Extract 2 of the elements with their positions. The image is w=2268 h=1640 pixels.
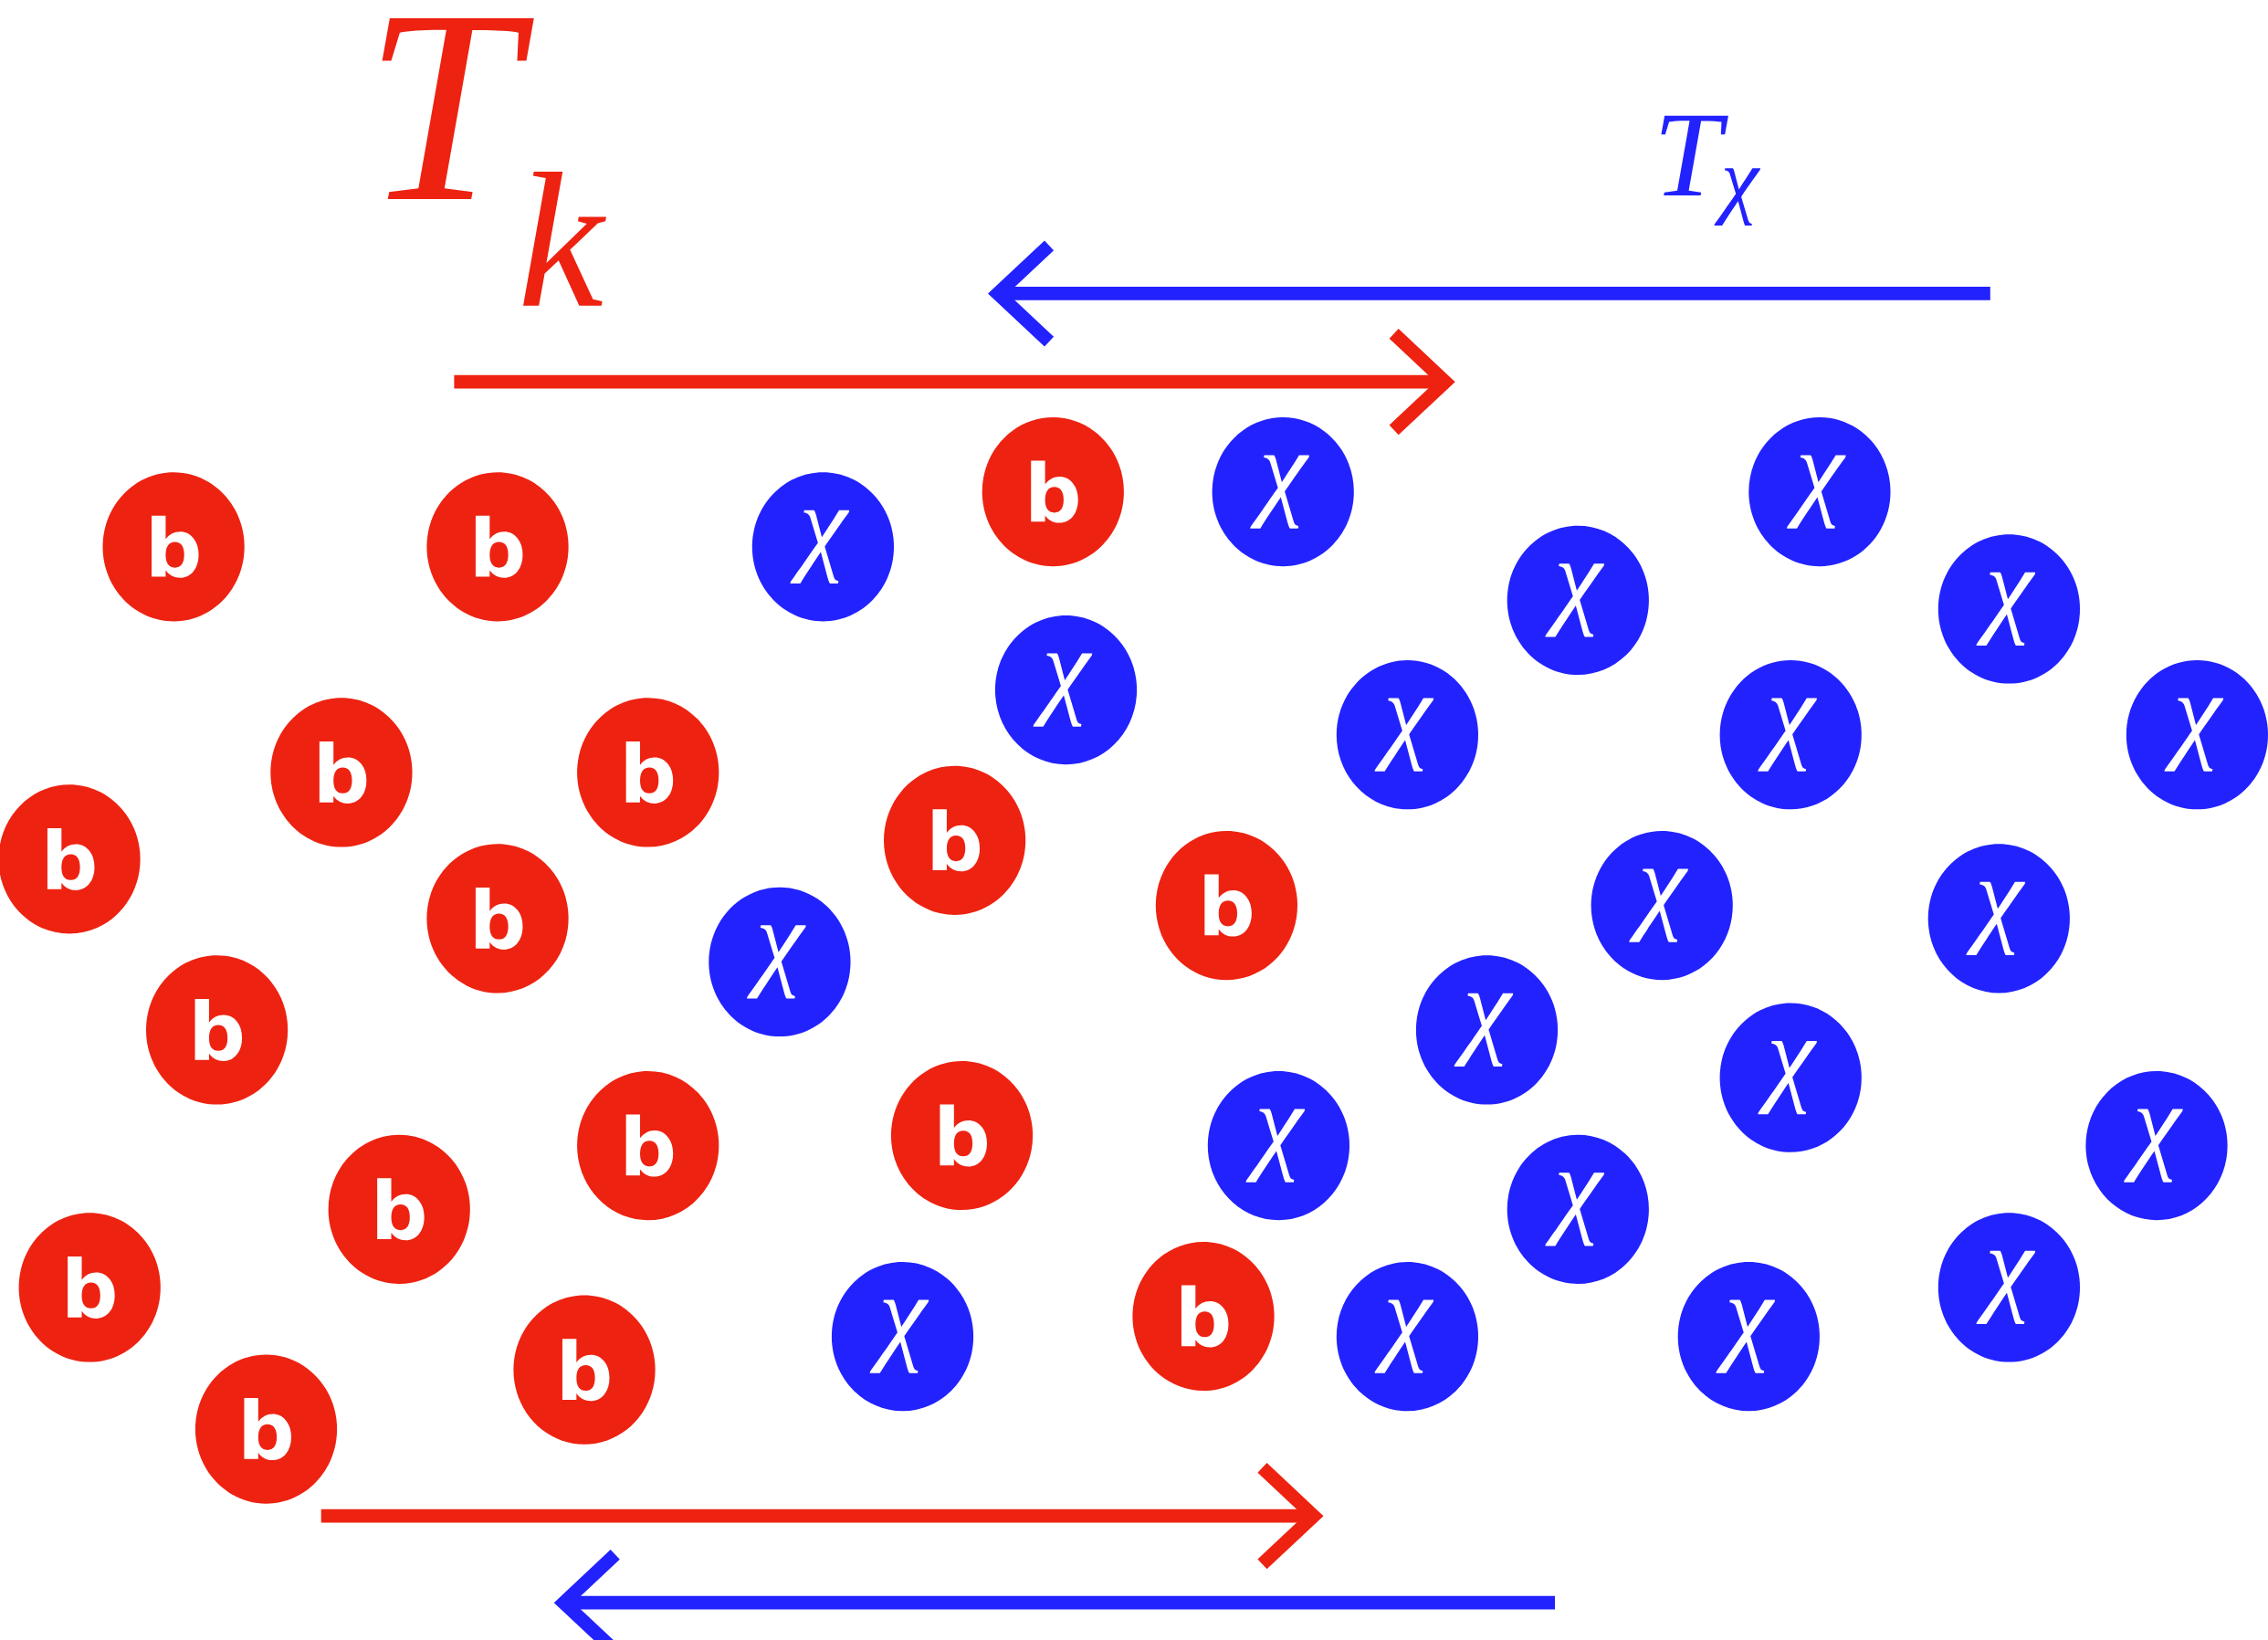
variable-label: T$_{k}$	[382, 17, 606, 306]
variable-label: T$_{χ}$	[1661, 115, 1761, 226]
